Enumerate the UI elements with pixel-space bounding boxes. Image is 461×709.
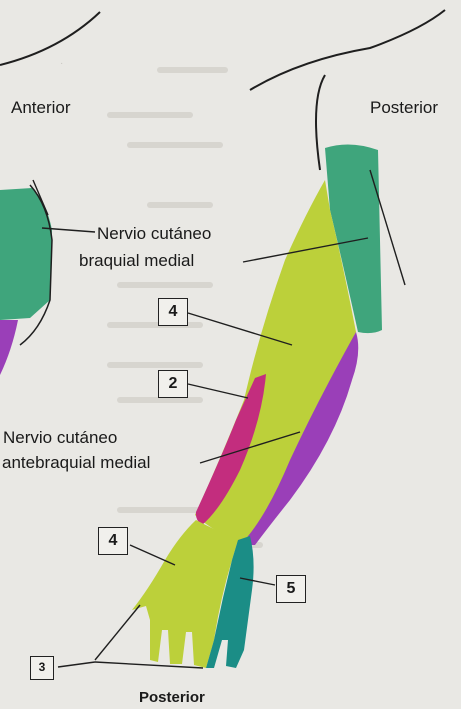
- number-box-2: 2: [158, 370, 188, 398]
- anterior-purple-region: [0, 320, 18, 375]
- label-braquial-medial: braquial medial: [79, 251, 194, 271]
- label-posterior-top: Posterior: [370, 98, 438, 118]
- label-nervio-cutaneo-braquial: Nervio cutáneo: [97, 224, 211, 244]
- label-antebraquial-medial: antebraquial medial: [2, 453, 150, 473]
- number-box-4-hand: 4: [98, 527, 128, 555]
- label-nervio-cutaneo-antebraquial: Nervio cutáneo: [3, 428, 117, 448]
- posterior-arm-outline-2: [316, 75, 325, 170]
- number-box-3: 3: [30, 656, 54, 680]
- label-anterior: Anterior: [11, 98, 71, 118]
- label-posterior-bottom: Posterior: [139, 688, 205, 708]
- region-hand-yellow: [132, 520, 238, 668]
- ghost-text-1: ·: [60, 58, 63, 69]
- posterior-arm-outline: [250, 10, 445, 90]
- number-box-5: 5: [276, 575, 306, 603]
- anterior-arm-outline: [0, 12, 100, 65]
- number-box-4-upper: 4: [158, 298, 188, 326]
